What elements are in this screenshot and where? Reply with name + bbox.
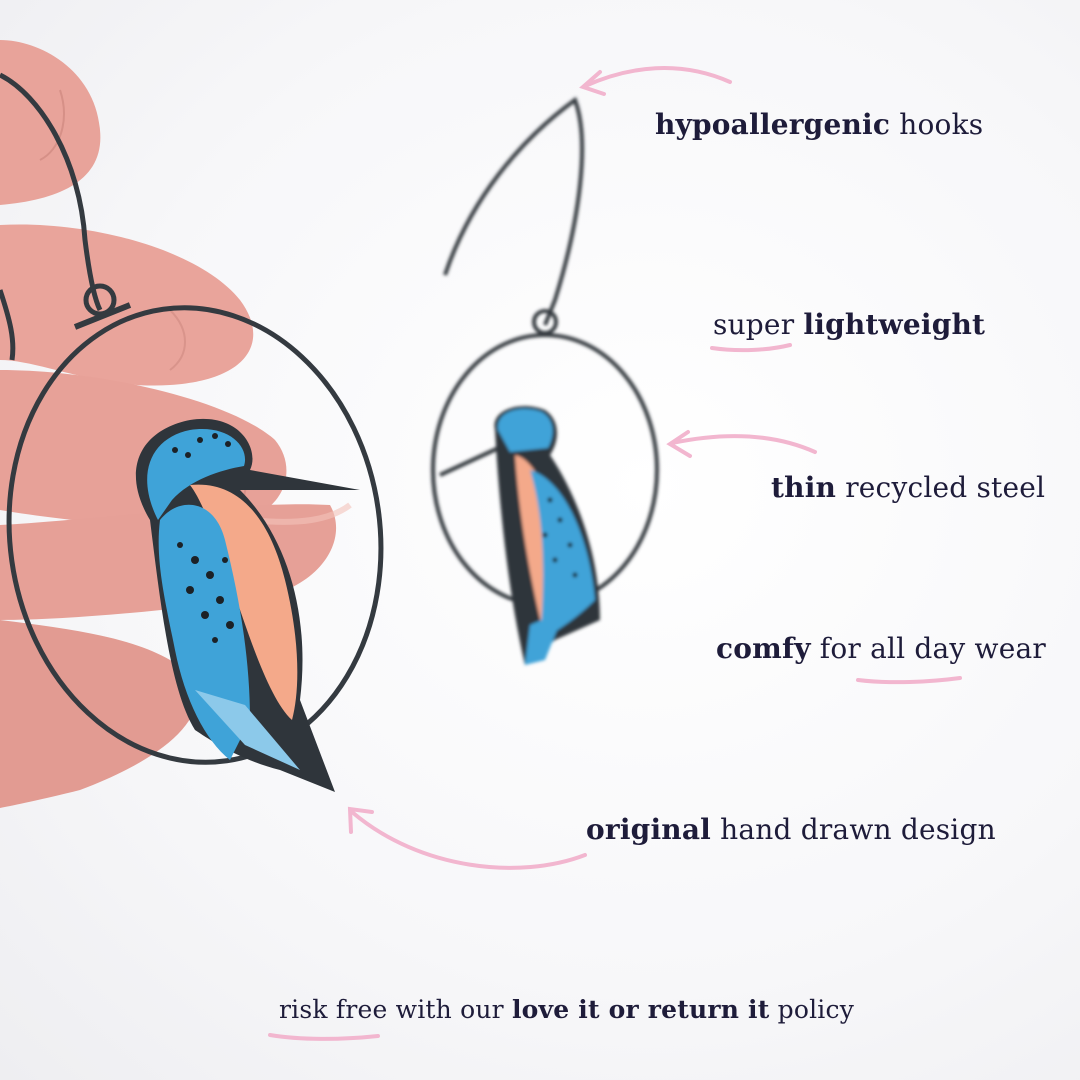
feature-hooks: hypoallergenic hooks xyxy=(655,111,983,139)
feature-weight: super lightweight xyxy=(713,311,985,339)
policy-lead: risk free with our xyxy=(279,995,504,1024)
feature-design-strong: original xyxy=(586,813,712,846)
arrow-to-steel xyxy=(670,434,817,454)
feature-steel: thin recycled steel xyxy=(771,474,1045,502)
earring-back xyxy=(431,96,659,665)
arrow-to-hook-head xyxy=(579,70,606,96)
arrow-to-steel-head xyxy=(666,430,692,458)
feature-design: original hand drawn design xyxy=(586,816,996,844)
feature-steel-strong: thin xyxy=(771,471,837,504)
annotation-marks xyxy=(268,66,962,1041)
feature-comfort: comfy for all day wear xyxy=(716,635,1046,663)
policy-rest: policy xyxy=(777,995,855,1024)
feature-weight-lead: super xyxy=(713,308,795,341)
feature-steel-rest: recycled steel xyxy=(845,471,1046,504)
arrow-to-design xyxy=(350,810,587,870)
feature-design-rest: hand drawn design xyxy=(720,813,996,846)
feature-comfort-strong: comfy xyxy=(716,632,811,665)
underline-all-day xyxy=(856,676,962,685)
feature-weight-strong: lightweight xyxy=(803,308,986,341)
arrow-to-design-head xyxy=(347,806,374,834)
underline-risk-free xyxy=(268,1033,380,1041)
return-policy: risk free with our love it or return it … xyxy=(279,997,854,1022)
policy-strong: love it or return it xyxy=(511,995,770,1024)
feature-hooks-rest: hooks xyxy=(899,108,984,141)
feature-comfort-rest: for all day wear xyxy=(819,632,1046,665)
earring-front xyxy=(0,72,384,792)
arrow-to-hook xyxy=(583,66,732,88)
underline-super xyxy=(710,343,792,353)
feature-hooks-strong: hypoallergenic xyxy=(655,108,891,141)
